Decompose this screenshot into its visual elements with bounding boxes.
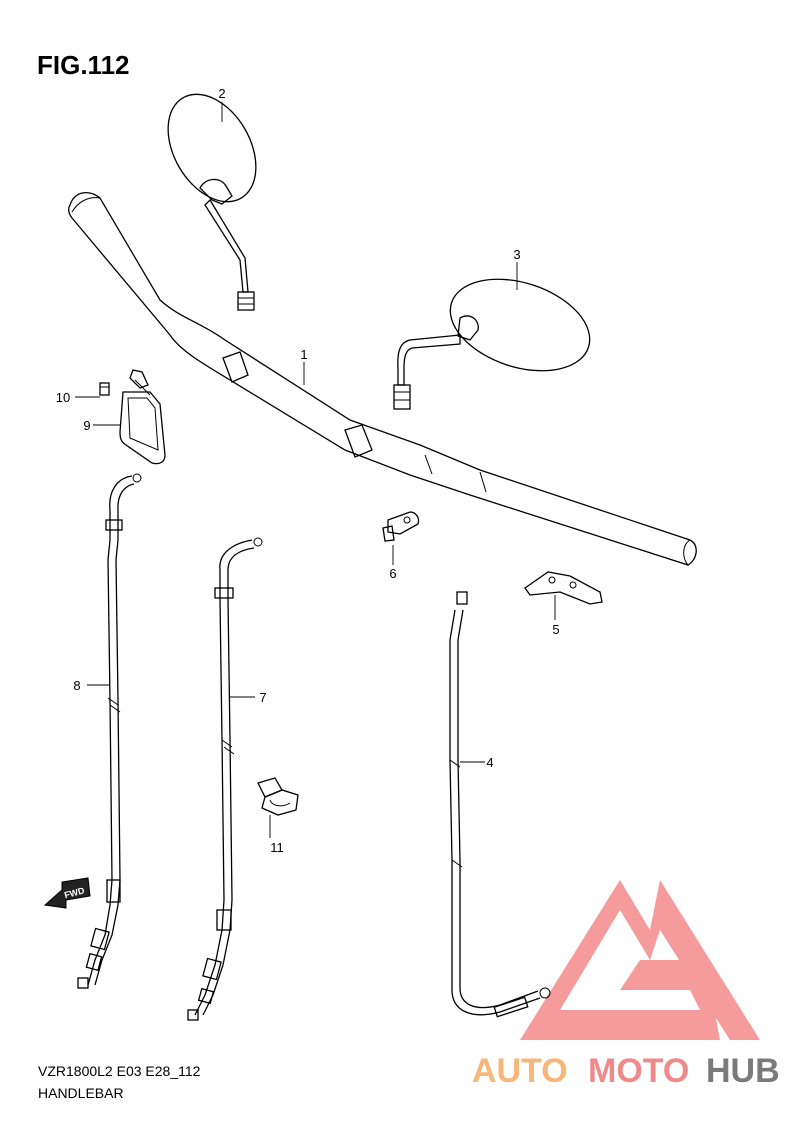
callout-10: 10 <box>56 390 70 405</box>
handlebar-part <box>68 192 697 566</box>
callout-11: 11 <box>270 840 284 855</box>
watermark-text-auto: AUTO <box>472 1052 568 1090</box>
throttle-cable-part-8 <box>77 473 142 989</box>
callout-6: 6 <box>389 566 396 581</box>
callout-8: 8 <box>73 678 80 693</box>
clip-part-6 <box>382 511 420 542</box>
callout-9: 9 <box>83 418 90 433</box>
cable-clip-part-11 <box>257 777 299 816</box>
handlebar-ring-icon <box>222 351 373 458</box>
figure-title: FIG.112 <box>37 50 130 80</box>
watermark-text-hub: HUB <box>706 1052 780 1090</box>
callout-1: 1 <box>300 347 307 362</box>
watermark-text: AUTO MOTO HUB <box>472 1052 780 1090</box>
callout-4: 4 <box>486 755 493 770</box>
clutch-cable-part-4 <box>449 591 551 1018</box>
bolt-part <box>99 382 110 396</box>
bracket-part-5 <box>524 571 603 605</box>
callout-2: 2 <box>218 86 225 101</box>
callout-3: 3 <box>513 247 520 262</box>
leader-lines <box>75 102 556 838</box>
clamp-plate-part <box>119 369 166 465</box>
watermark-logo-icon <box>520 880 760 1040</box>
diagram-name: HANDLEBAR <box>38 1085 124 1101</box>
callout-7: 7 <box>259 690 266 705</box>
mirror-right-part <box>393 278 591 410</box>
throttle-cable-part-7 <box>187 537 263 1021</box>
forward-direction-icon: FWD <box>43 877 91 909</box>
diagram-code: VZR1800L2 E03 E28_112 <box>38 1063 201 1079</box>
mirror-left-part <box>167 93 257 311</box>
watermark-text-moto: MOTO <box>588 1052 689 1090</box>
callout-5: 5 <box>552 622 559 637</box>
